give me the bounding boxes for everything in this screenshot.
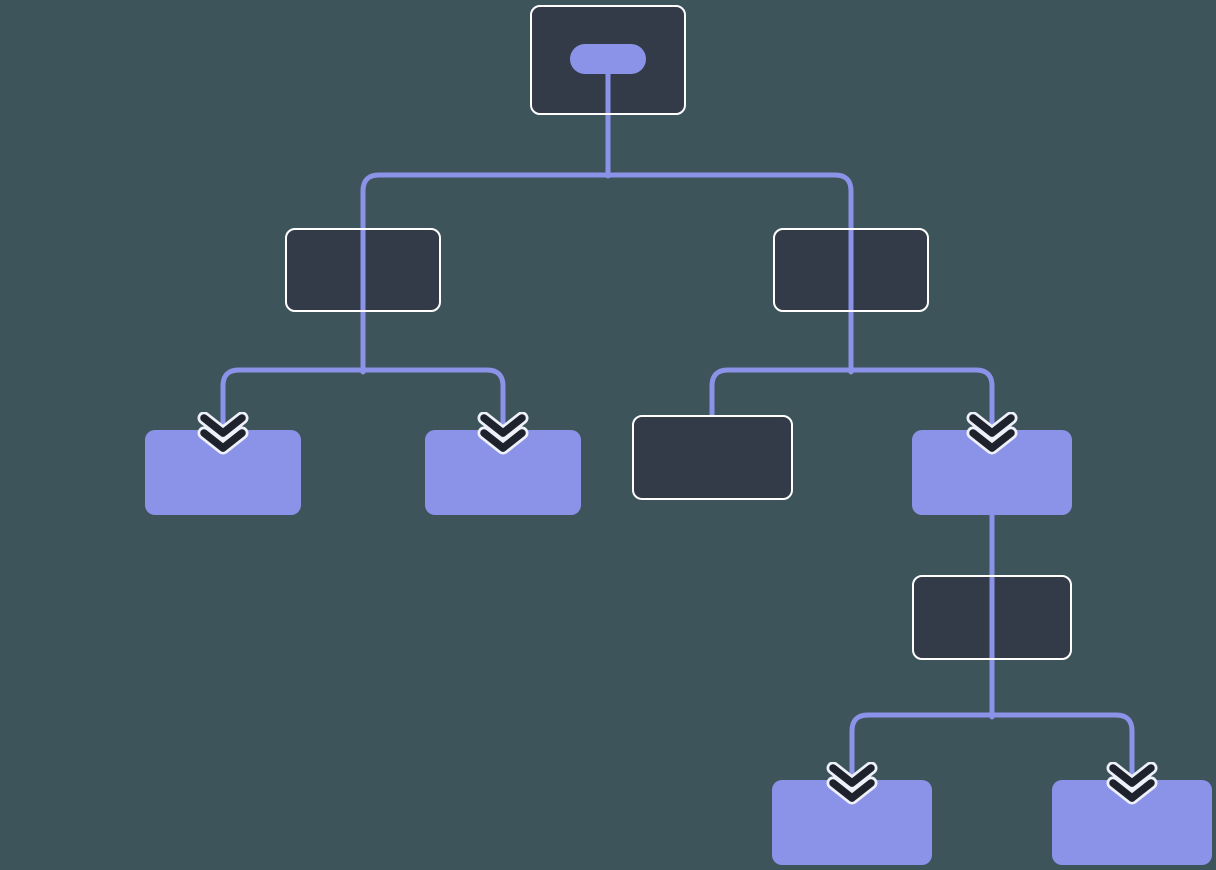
connector-level2-right-split — [709, 367, 995, 443]
chevron-glyph — [969, 414, 1015, 452]
connector-level4-split — [849, 712, 1135, 793]
double-chevron-down-icon — [1106, 762, 1158, 805]
branch-right-pass-line — [848, 230, 854, 310]
double-chevron-down-icon — [197, 412, 249, 455]
root-node-pill — [570, 44, 646, 74]
branch-node-left — [285, 228, 441, 312]
chevron-glyph — [829, 764, 875, 802]
double-chevron-down-icon — [477, 412, 529, 455]
connector-level1-split — [360, 172, 854, 235]
dark-leaf-node — [632, 415, 793, 500]
branch-left-pass-line — [360, 230, 366, 310]
branch-node-right — [773, 228, 929, 312]
root-node — [530, 5, 686, 115]
connector-level2-left-split — [220, 367, 506, 443]
branch-bottom-pass-line — [989, 577, 995, 658]
root-node-stem — [605, 67, 611, 113]
chevron-glyph — [1109, 764, 1155, 802]
double-chevron-down-icon — [826, 762, 878, 805]
double-chevron-down-icon — [966, 412, 1018, 455]
branch-node-bottom — [912, 575, 1072, 660]
chevron-glyph — [480, 414, 526, 452]
chevron-glyph — [200, 414, 246, 452]
